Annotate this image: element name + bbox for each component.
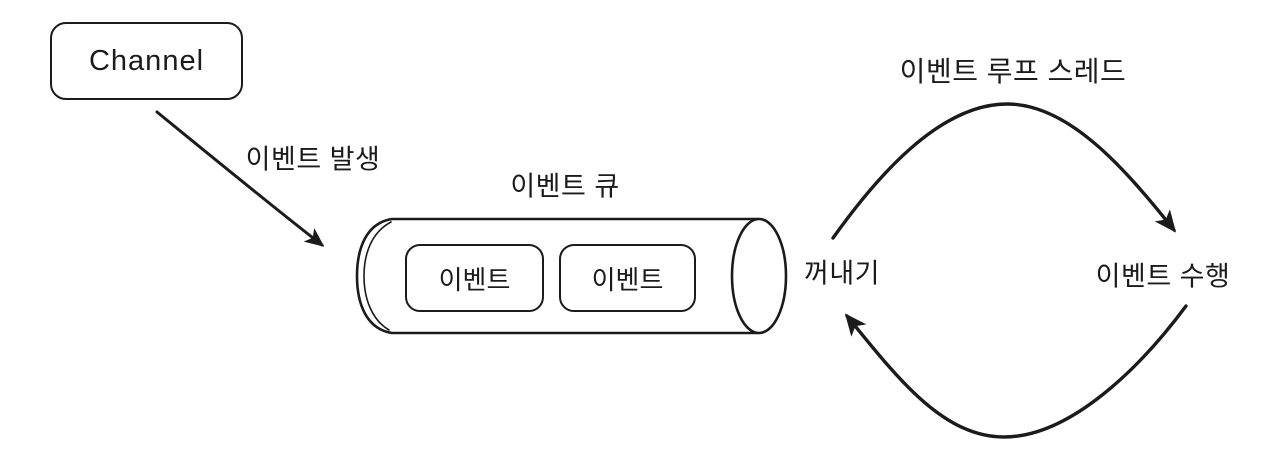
cylinder-body xyxy=(355,217,760,335)
emit-arrow-label: 이벤트 발생 xyxy=(245,144,381,175)
execute-label: 이벤트 수행 xyxy=(1095,261,1231,292)
cylinder-left-inner-stroke xyxy=(363,221,392,331)
dequeue-label: 꺼내기 xyxy=(803,258,881,289)
emit-arrow xyxy=(155,110,325,247)
channel-label: Channel xyxy=(88,44,205,77)
event-item: 이벤트 xyxy=(405,244,544,312)
event-item-label: 이벤트 xyxy=(591,264,664,295)
loop-top-arrow xyxy=(831,102,1177,240)
event-queue-title: 이벤트 큐 xyxy=(510,171,620,202)
event-item: 이벤트 xyxy=(559,244,696,312)
event-loop-title: 이벤트 루프 스레드 xyxy=(899,56,1127,87)
channel-node: Channel xyxy=(50,22,243,100)
cylinder-right-face xyxy=(730,217,788,335)
event-item-label: 이벤트 xyxy=(438,264,511,295)
loop-bottom-arrow xyxy=(844,304,1188,439)
